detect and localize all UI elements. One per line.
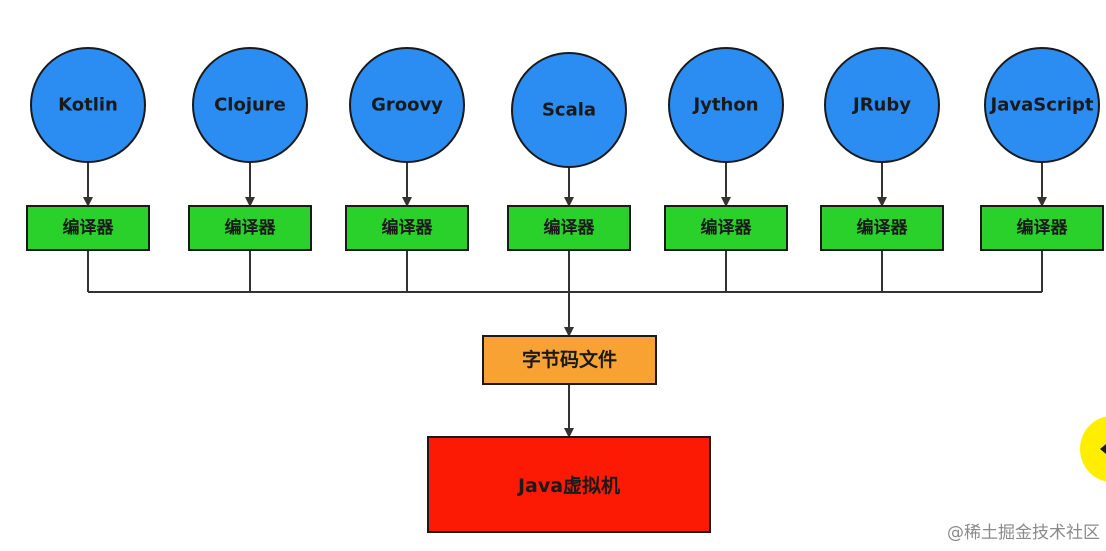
compiler-box — [980, 205, 1104, 251]
watermark: @稀土掘金技术社区 — [947, 523, 1100, 543]
language-label: Jython — [691, 95, 758, 116]
compiler-node-jython: 编译器 — [664, 205, 788, 251]
compiler-label: 编译器 — [701, 217, 753, 238]
jvm-label: Java虚拟机 — [516, 474, 620, 497]
compiler-box — [820, 205, 944, 251]
nodes-layer: Kotlin 编译器 Clojure 编译器 Groovy 编译器 Scala 编译器 Jyth… — [26, 47, 1104, 251]
language-label: Clojure — [214, 95, 286, 116]
language-circle — [192, 47, 308, 163]
language-circle — [984, 47, 1100, 163]
language-label: JavaScript — [989, 95, 1094, 116]
compiler-box — [507, 205, 631, 251]
compiler-node-jruby: 编译器 — [820, 205, 944, 251]
language-node-kotlin: Kotlin — [30, 47, 146, 163]
language-node-jython: Jython — [668, 47, 784, 163]
compiler-label: 编译器 — [382, 217, 434, 238]
language-label: Scala — [542, 100, 596, 121]
language-node-clojure: Clojure — [192, 47, 308, 163]
language-label: Kotlin — [58, 95, 118, 116]
compiler-label: 编译器 — [63, 217, 115, 238]
compiler-box — [26, 205, 150, 251]
language-circle — [349, 47, 465, 163]
compiler-label: 编译器 — [1017, 217, 1069, 238]
compiler-label: 编译器 — [544, 217, 596, 238]
yellow-cursor-blob — [1080, 416, 1106, 482]
language-node-scala: Scala — [511, 52, 627, 168]
compiler-label: 编译器 — [225, 217, 277, 238]
bytecode-file-node: 字节码文件 — [482, 335, 657, 385]
language-label: JRuby — [851, 95, 911, 116]
compiler-node-kotlin: 编译器 — [26, 205, 150, 251]
compiler-node-groovy: 编译器 — [345, 205, 469, 251]
compiler-node-clojure: 编译器 — [188, 205, 312, 251]
jvm-node: Java虚拟机 — [427, 436, 711, 533]
language-label: Groovy — [371, 95, 443, 116]
language-node-groovy: Groovy — [349, 47, 465, 163]
compiler-box — [345, 205, 469, 251]
language-node-javascript: JavaScript — [984, 47, 1100, 163]
language-circle — [668, 47, 784, 163]
language-circle — [824, 47, 940, 163]
language-circle — [30, 47, 146, 163]
compiler-box — [188, 205, 312, 251]
bytecode-label: 字节码文件 — [522, 348, 617, 371]
compiler-label: 编译器 — [857, 217, 909, 238]
compiler-node-javascript: 编译器 — [980, 205, 1104, 251]
compiler-node-scala: 编译器 — [507, 205, 631, 251]
compiler-box — [664, 205, 788, 251]
language-node-jruby: JRuby — [824, 47, 940, 163]
connectors-layer — [83, 162, 1047, 438]
language-circle — [511, 52, 627, 168]
